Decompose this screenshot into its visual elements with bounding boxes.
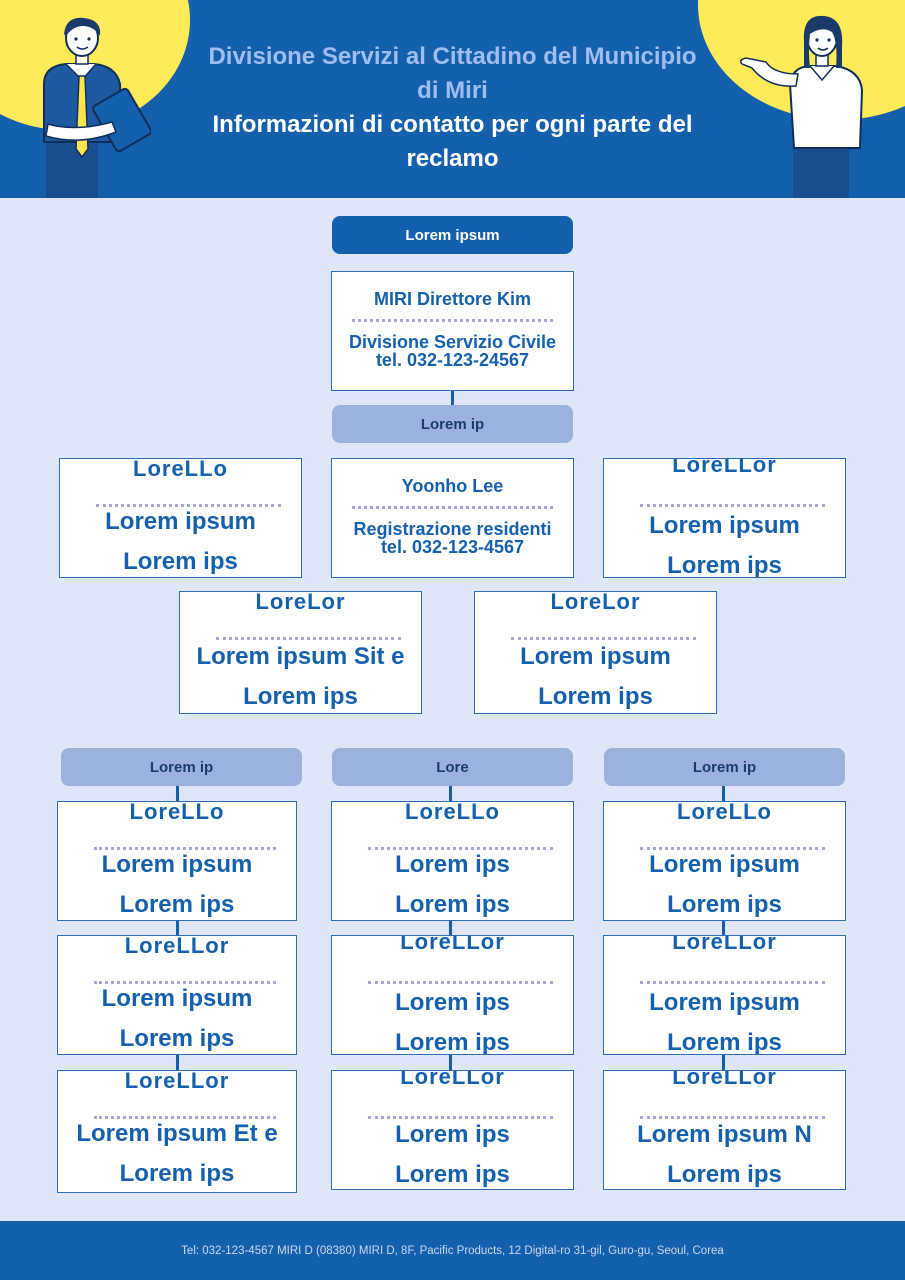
contact-name: LoreLor: [550, 591, 641, 614]
woman-presenting-illustration: [739, 15, 864, 198]
connector-line: [722, 920, 725, 937]
contact-detail: Lorem ips: [119, 1160, 235, 1187]
contact-box: LoreLLor Lorem ips Lorem ips: [331, 1070, 574, 1190]
director-box: MIRI Direttore Kim Divisione Servizio Ci…: [331, 271, 574, 391]
contact-detail: Lorem ips: [667, 1029, 782, 1055]
contact-detail: Lorem ips: [395, 1029, 510, 1055]
dotted-divider: [368, 1116, 553, 1119]
contact-name: Yoonho Lee: [401, 476, 504, 496]
contact-detail: Lorem ips: [243, 683, 358, 710]
contact-role: Lorem ipsum Sit e: [196, 643, 405, 670]
level2-label: Lorem ip: [332, 405, 573, 443]
contact-role: Lorem ipsum: [101, 851, 253, 878]
contact-name: LoreLLor: [124, 935, 230, 958]
contact-detail: Lorem ips: [119, 891, 235, 918]
connector-line: [449, 920, 452, 937]
column-label-right: Lorem ip: [604, 748, 845, 786]
column-label-left: Lorem ip: [61, 748, 302, 786]
dotted-divider: [216, 637, 401, 640]
dotted-divider: [94, 847, 276, 850]
level3-box-left: LoreLor Lorem ipsum Sit e Lorem ips: [179, 591, 422, 714]
director-department: Divisione Servizio Civile: [348, 332, 557, 352]
connector-line: [722, 1054, 725, 1072]
contact-name: LoreLor: [255, 591, 346, 614]
dotted-divider: [94, 981, 276, 984]
dotted-divider: [640, 504, 825, 507]
contact-name: LoreLLo: [133, 458, 228, 481]
contact-box: LoreLLor Lorem ipsum Lorem ips: [603, 935, 846, 1055]
level2-box-center: Yoonho Lee Registrazione residenti tel. …: [331, 458, 574, 578]
contact-detail: Lorem ips: [119, 1025, 235, 1052]
contact-role: Lorem ipsum N: [637, 1121, 812, 1148]
dotted-divider: [94, 1116, 276, 1119]
connector-line: [722, 786, 725, 803]
dotted-divider: [368, 981, 553, 984]
connector-line: [176, 920, 179, 937]
contact-detail: Lorem ips: [538, 683, 653, 710]
contact-role: Lorem ips: [395, 989, 510, 1016]
contact-role: Lorem ipsum: [649, 989, 800, 1016]
contact-name: LoreLLor: [672, 1070, 777, 1089]
contact-role: Lorem ips: [395, 851, 510, 878]
contact-role: Registrazione residenti: [353, 519, 552, 539]
connector-line: [451, 391, 454, 406]
level3-box-right: LoreLor Lorem ipsum Lorem ips: [474, 591, 717, 714]
connector-line: [449, 1054, 452, 1072]
contact-name: LoreLLo: [677, 801, 772, 824]
contact-role: Lorem ipsum: [649, 851, 800, 878]
contact-name: LoreLLor: [400, 935, 505, 954]
contact-role: Lorem ipsum Et e: [76, 1120, 278, 1147]
dotted-divider: [640, 847, 825, 850]
contact-box: LoreLLo Lorem ips Lorem ips: [331, 801, 574, 921]
contact-detail: Lorem ips: [395, 1161, 510, 1188]
contact-role: Lorem ipsum: [520, 643, 671, 670]
contact-detail: Lorem ips: [395, 891, 510, 918]
header-banner: Divisione Servizi al Cittadino del Munic…: [0, 0, 905, 198]
contact-name: LoreLLo: [405, 801, 500, 824]
contact-box: LoreLLor Lorem ips Lorem ips: [331, 935, 574, 1055]
contact-role: Lorem ipsum: [105, 508, 256, 535]
contact-name: LoreLLo: [129, 801, 225, 824]
column-label-center: Lore: [332, 748, 573, 786]
contact-role: Lorem ipsum: [101, 985, 253, 1012]
level2-box-left: LoreLLo Lorem ipsum Lorem ips: [59, 458, 302, 578]
contact-name: LoreLLor: [672, 935, 777, 954]
dotted-divider: [352, 506, 553, 509]
connector-line: [176, 1054, 179, 1072]
top-section-label: Lorem ipsum: [332, 216, 573, 254]
contact-name: LoreLLor: [672, 458, 777, 477]
page-title: Divisione Servizi al Cittadino del Munic…: [208, 43, 697, 104]
contact-name: LoreLLor: [400, 1070, 505, 1089]
level2-box-right: LoreLLor Lorem ipsum Lorem ips: [603, 458, 846, 578]
director-phone: tel. 032-123-24567: [375, 350, 530, 370]
dotted-divider: [368, 847, 553, 850]
connector-line: [176, 786, 179, 803]
director-name: MIRI Direttore Kim: [373, 289, 532, 309]
contact-box: LoreLLor Lorem ipsum N Lorem ips: [603, 1070, 846, 1190]
connector-line: [449, 786, 452, 803]
dotted-divider: [511, 637, 696, 640]
contact-name: LoreLLor: [124, 1070, 230, 1093]
dotted-divider: [352, 319, 553, 322]
contact-box: LoreLLor Lorem ipsum Et e Lorem ips: [57, 1070, 297, 1193]
contact-detail: Lorem ips: [667, 891, 782, 918]
contact-detail: Lorem ips: [123, 548, 238, 575]
contact-role: Lorem ipsum: [649, 512, 800, 539]
contact-role: Lorem ips: [395, 1121, 510, 1148]
contact-phone: tel. 032-123-4567: [380, 537, 525, 557]
dotted-divider: [640, 1116, 825, 1119]
contact-box: LoreLLo Lorem ipsum Lorem ips: [57, 801, 297, 921]
dotted-divider: [640, 981, 825, 984]
dotted-divider: [96, 504, 281, 507]
contact-detail: Lorem ips: [667, 1161, 782, 1188]
contact-box: LoreLLor Lorem ipsum Lorem ips: [57, 935, 297, 1055]
footer-contact-info: Tel: 032-123-4567 MIRI D (08380) MIRI D,…: [0, 1221, 905, 1280]
contact-box: LoreLLo Lorem ipsum Lorem ips: [603, 801, 846, 921]
page-subtitle: Informazioni di contatto per ogni parte …: [212, 111, 693, 172]
man-with-tablet-illustration: [43, 17, 151, 198]
contact-detail: Lorem ips: [667, 552, 782, 578]
